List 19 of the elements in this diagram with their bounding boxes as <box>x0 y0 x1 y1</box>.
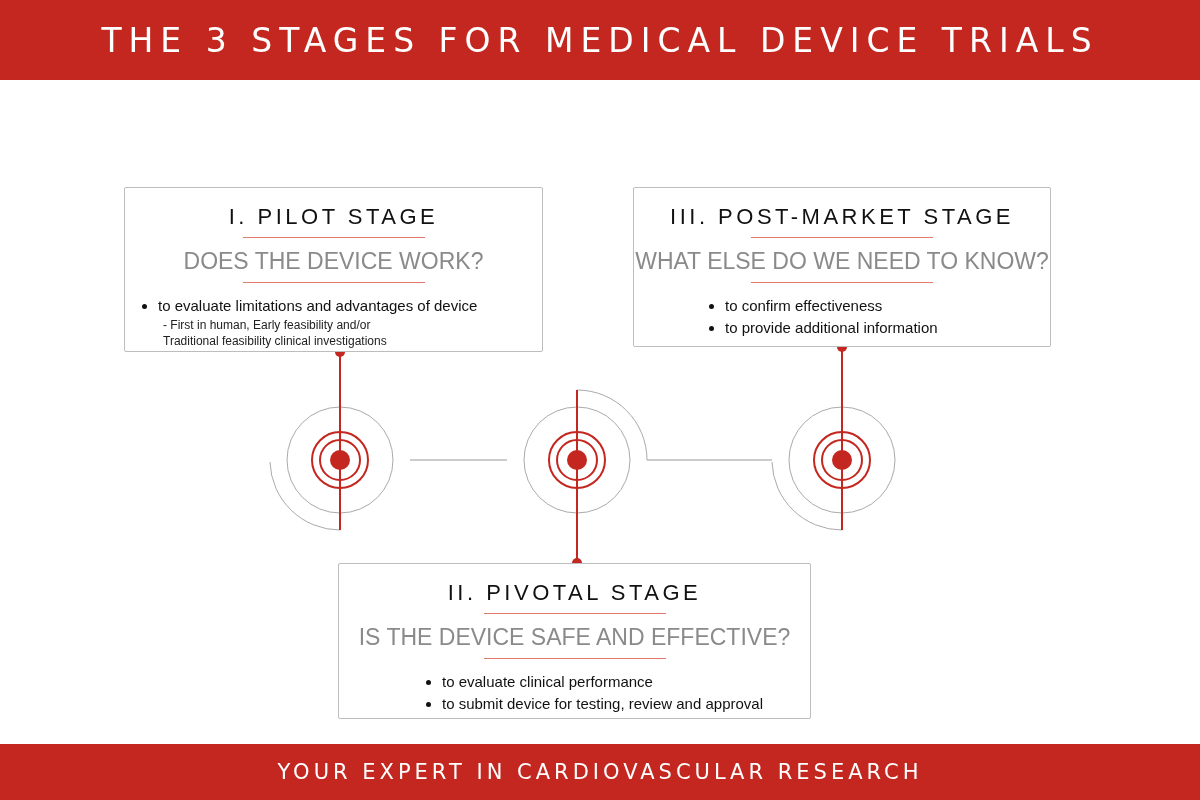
stage-card <box>338 563 811 719</box>
page-title: THE 3 STAGES FOR MEDICAL DEVICE TRIALS <box>101 20 1099 60</box>
stage-card <box>124 187 543 352</box>
stage-question: IS THE DEVICE SAFE AND EFFECTIVE? <box>358 624 791 651</box>
bullet-text: to submit device for testing, review and approval <box>442 694 763 714</box>
bullet-text: to evaluate limitations and advantages of device <box>158 296 478 316</box>
stage-card <box>633 187 1051 347</box>
stage-question: DOES THE DEVICE WORK? <box>183 248 484 275</box>
stage-heading: III. POST-MARKET STAGE <box>670 204 1014 230</box>
footer-tagline: YOUR EXPERT IN CARDIOVASCULAR RESEARCH <box>277 760 923 784</box>
connector-line <box>646 459 773 461</box>
sub-note: - First in human, Early feasibility and/or Traditional feasibility clinical investigations <box>163 317 388 349</box>
bullet-text: to provide additional information <box>725 318 938 338</box>
stage-heading: I. PILOT STAGE <box>228 204 439 230</box>
bullet-text: to evaluate clinical performance <box>442 672 653 692</box>
connector-line <box>409 459 508 461</box>
stage-question: WHAT ELSE DO WE NEED TO KNOW? <box>635 248 1049 275</box>
bullet-text: to confirm effectiveness <box>725 296 883 316</box>
stage-heading: II. PIVOTAL STAGE <box>447 580 702 606</box>
